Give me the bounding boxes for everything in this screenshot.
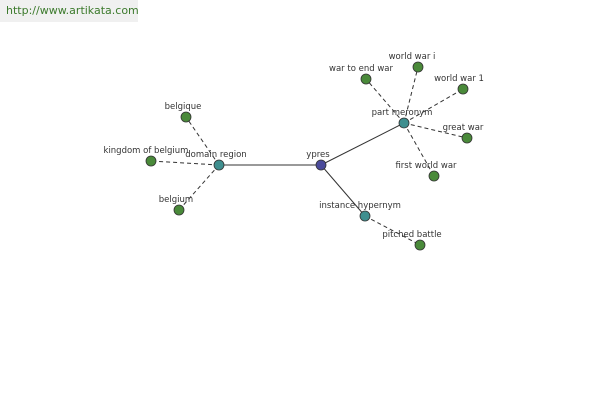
node-circle-world-war-i[interactable] [412, 61, 424, 73]
node-label-great-war: great war [443, 123, 484, 133]
edge-part-meronym-to-world-war-i [403, 66, 419, 124]
node-label-ypres: ypres [306, 150, 330, 160]
node-kingdom-of-belgium[interactable]: kingdom of belgium [104, 146, 189, 167]
node-label-first-world-war: first world war [395, 161, 457, 171]
edges-layer [150, 66, 468, 246]
node-circle-kingdom-of-belgium[interactable] [145, 155, 157, 167]
site-url-text[interactable]: http://www.artikata.com [6, 4, 139, 17]
node-label-war-to-end-war: war to end war [329, 64, 393, 74]
edge-ypres-to-part-meronym [320, 122, 405, 166]
edge-part-meronym-to-first-world-war [403, 122, 435, 177]
node-circle-world-war-1[interactable] [457, 83, 469, 95]
edge-instance-hypernym-to-pitched-battle [364, 215, 421, 246]
edge-part-meronym-to-world-war-1 [403, 88, 464, 124]
node-label-world-war-i: world war i [389, 52, 436, 62]
edge-part-meronym-to-war-to-end-war [365, 78, 405, 124]
node-part-meronym[interactable]: part meronym [372, 108, 433, 129]
node-circle-belgium[interactable] [173, 204, 185, 216]
node-belgium[interactable]: belgium [159, 195, 193, 216]
node-label-belgium: belgium [159, 195, 193, 205]
node-label-domain-region: domain region [185, 150, 246, 160]
node-instance-hypernym[interactable]: instance hypernym [319, 201, 401, 222]
node-circle-part-meronym[interactable] [398, 117, 410, 129]
node-label-instance-hypernym: instance hypernym [319, 201, 401, 211]
url-banner: http://www.artikata.com [0, 0, 139, 22]
node-circle-great-war[interactable] [461, 132, 473, 144]
edge-ypres-to-instance-hypernym [320, 164, 366, 217]
node-circle-war-to-end-war[interactable] [360, 73, 372, 85]
node-domain-region[interactable]: domain region [185, 150, 247, 171]
node-label-kingdom-of-belgium: kingdom of belgium [104, 146, 189, 156]
node-circle-first-world-war[interactable] [428, 170, 440, 182]
node-label-belgique: belgique [165, 102, 202, 112]
node-pitched-battle[interactable]: pitched battle [382, 230, 442, 251]
edge-domain-region-to-kingdom-of-belgium [150, 160, 220, 166]
node-first-world-war[interactable]: first world war [395, 161, 457, 182]
node-world-war-i[interactable]: world war i [389, 52, 436, 73]
node-circle-ypres[interactable] [315, 159, 327, 171]
node-label-part-meronym: part meronym [372, 108, 433, 118]
node-label-pitched-battle: pitched battle [382, 230, 441, 240]
node-label-world-war-1: world war 1 [434, 74, 484, 84]
node-circle-pitched-battle[interactable] [414, 239, 426, 251]
edge-domain-region-to-belgique [185, 116, 220, 166]
edge-domain-region-to-belgium [178, 164, 220, 211]
node-world-war-1[interactable]: world war 1 [434, 74, 484, 95]
edge-part-meronym-to-great-war [403, 122, 468, 139]
node-circle-instance-hypernym[interactable] [359, 210, 371, 222]
node-belgique[interactable]: belgique [165, 102, 202, 123]
nodes-layer: ypres domain region part meronym instance h… [104, 52, 484, 251]
node-war-to-end-war[interactable]: war to end war [329, 64, 393, 85]
node-ypres[interactable]: ypres [306, 150, 330, 171]
node-great-war[interactable]: great war [443, 123, 484, 144]
node-circle-belgique[interactable] [180, 111, 192, 123]
node-circle-domain-region[interactable] [213, 159, 225, 171]
